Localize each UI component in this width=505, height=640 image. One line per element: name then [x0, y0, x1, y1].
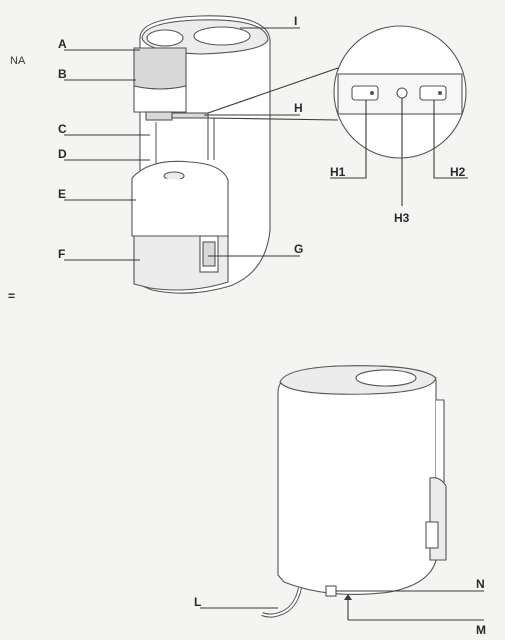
label-h3: H3	[394, 211, 410, 225]
label-e: E	[58, 187, 66, 201]
port-h2	[419, 85, 447, 101]
label-f: F	[58, 247, 65, 261]
port-h1-dot	[370, 91, 374, 95]
drip-tray-front	[131, 178, 229, 237]
brew-head-lower	[133, 85, 187, 113]
port-h1	[351, 85, 379, 101]
label-l: L	[194, 595, 201, 609]
label-d: D	[58, 147, 67, 161]
connector-detail	[330, 25, 468, 206]
connector-slot	[171, 112, 209, 119]
bottom-leaders	[200, 590, 484, 621]
label-m: M	[476, 623, 486, 637]
label-h1: H1	[330, 165, 346, 179]
lid-capsule-slot	[146, 29, 184, 47]
label-g: G	[294, 242, 303, 256]
rear-body	[277, 365, 437, 595]
label-c: C	[58, 122, 67, 136]
top-leaders	[64, 27, 339, 261]
machine-front-figure	[131, 15, 271, 294]
port-h2-dot	[438, 91, 442, 95]
port-h3	[396, 87, 408, 99]
machine-rear-figure	[261, 365, 447, 620]
label-h2: H2	[450, 165, 466, 179]
machine-column	[207, 118, 215, 160]
dispenser-spout	[145, 111, 173, 121]
page-mark: NA	[10, 55, 26, 67]
arrow-m-head	[344, 594, 352, 600]
divider-mark: =	[8, 289, 15, 303]
brew-head	[133, 47, 187, 90]
label-i: I	[294, 14, 297, 28]
side-panel-g-inner	[202, 241, 216, 267]
label-h: H	[294, 101, 303, 115]
label-n: N	[476, 577, 485, 591]
label-b: B	[58, 67, 67, 81]
rear-side-panel	[425, 521, 439, 549]
power-cable-inner	[261, 587, 301, 617]
label-a: A	[58, 37, 67, 51]
rear-lid-opening	[355, 369, 417, 387]
rear-switch-n	[325, 585, 337, 597]
lid-opening	[193, 26, 251, 46]
